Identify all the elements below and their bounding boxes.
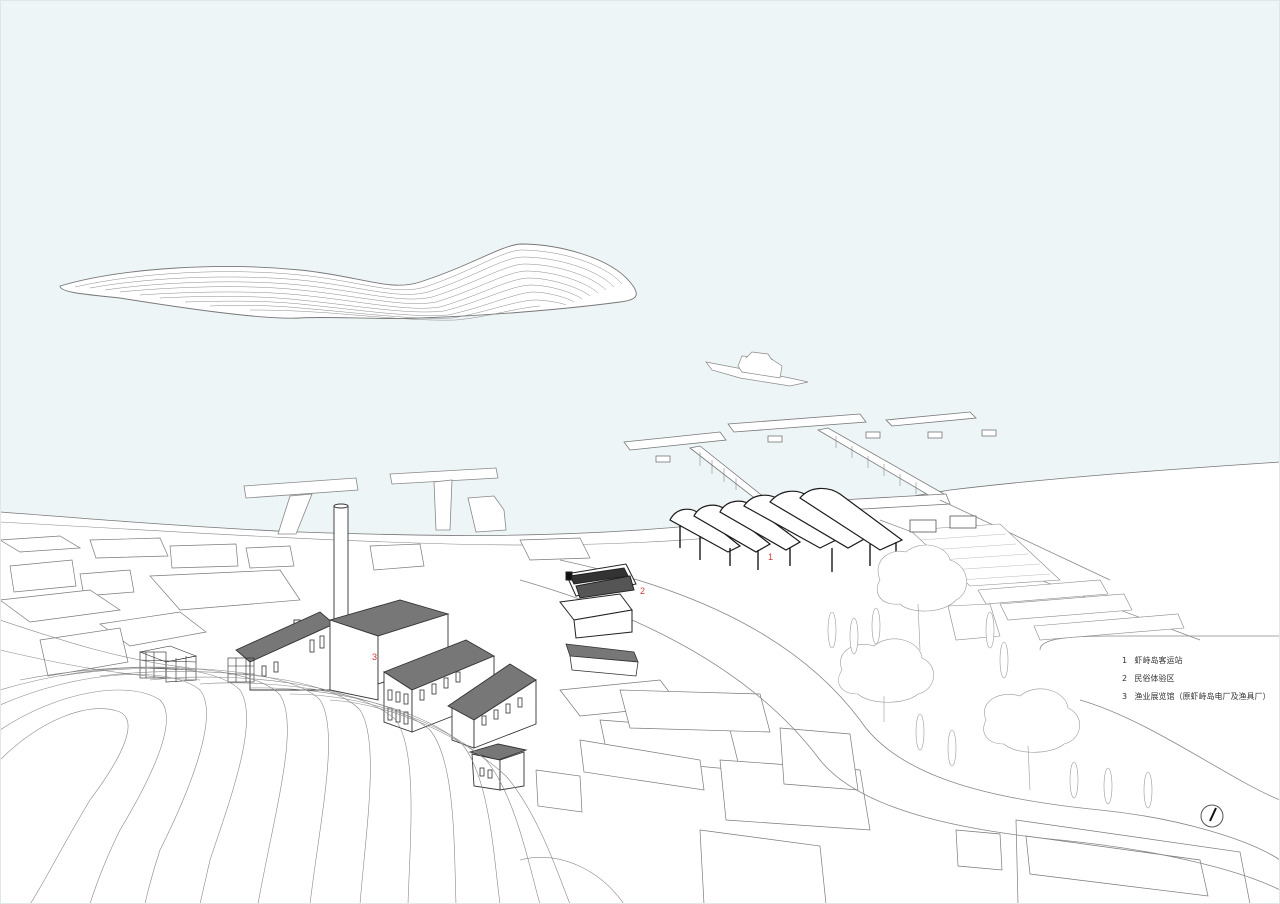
town-blocks: [0, 535, 1251, 904]
map-label-1: 1: [768, 552, 774, 562]
island: [59, 243, 637, 321]
legend-label: 民俗体验区: [1134, 674, 1175, 683]
legend-item-2: 2 民俗体验区: [1122, 670, 1271, 688]
legend-number: 3: [1122, 692, 1128, 701]
factory-windows: [261, 635, 523, 779]
buses: [909, 515, 977, 533]
folk-experience-building: [559, 563, 637, 639]
legend-label: 虾峙岛客运站: [1134, 656, 1183, 665]
annex-building: [565, 643, 639, 677]
map-label-2: 2: [640, 586, 646, 596]
legend-item-3: 3 渔业展览馆（原虾峙岛电厂及渔具厂）: [1122, 688, 1271, 706]
legend-number: 1: [1122, 656, 1128, 665]
legend: 1 虾峙岛客运站 2 民俗体验区 3 渔业展览馆（原虾峙岛电厂及渔具厂）: [1122, 652, 1271, 706]
ferry-boat: [705, 351, 809, 387]
hillside-contours: [0, 619, 625, 904]
legend-item-1: 1 虾峙岛客运站: [1122, 652, 1271, 670]
legend-number: 2: [1122, 674, 1128, 683]
map-label-3: 3: [372, 652, 378, 662]
fishery-museum-complex: [235, 503, 537, 791]
north-arrow-icon: [1200, 804, 1224, 828]
parking-lot: [909, 523, 1185, 641]
legend-label: 渔业展览馆（原虾峙岛电厂及渔具厂）: [1134, 692, 1271, 701]
ferry-piers: [623, 411, 997, 511]
village-piers: [243, 467, 507, 535]
trees: [827, 544, 1153, 809]
ferry-terminal-building: [669, 487, 904, 553]
